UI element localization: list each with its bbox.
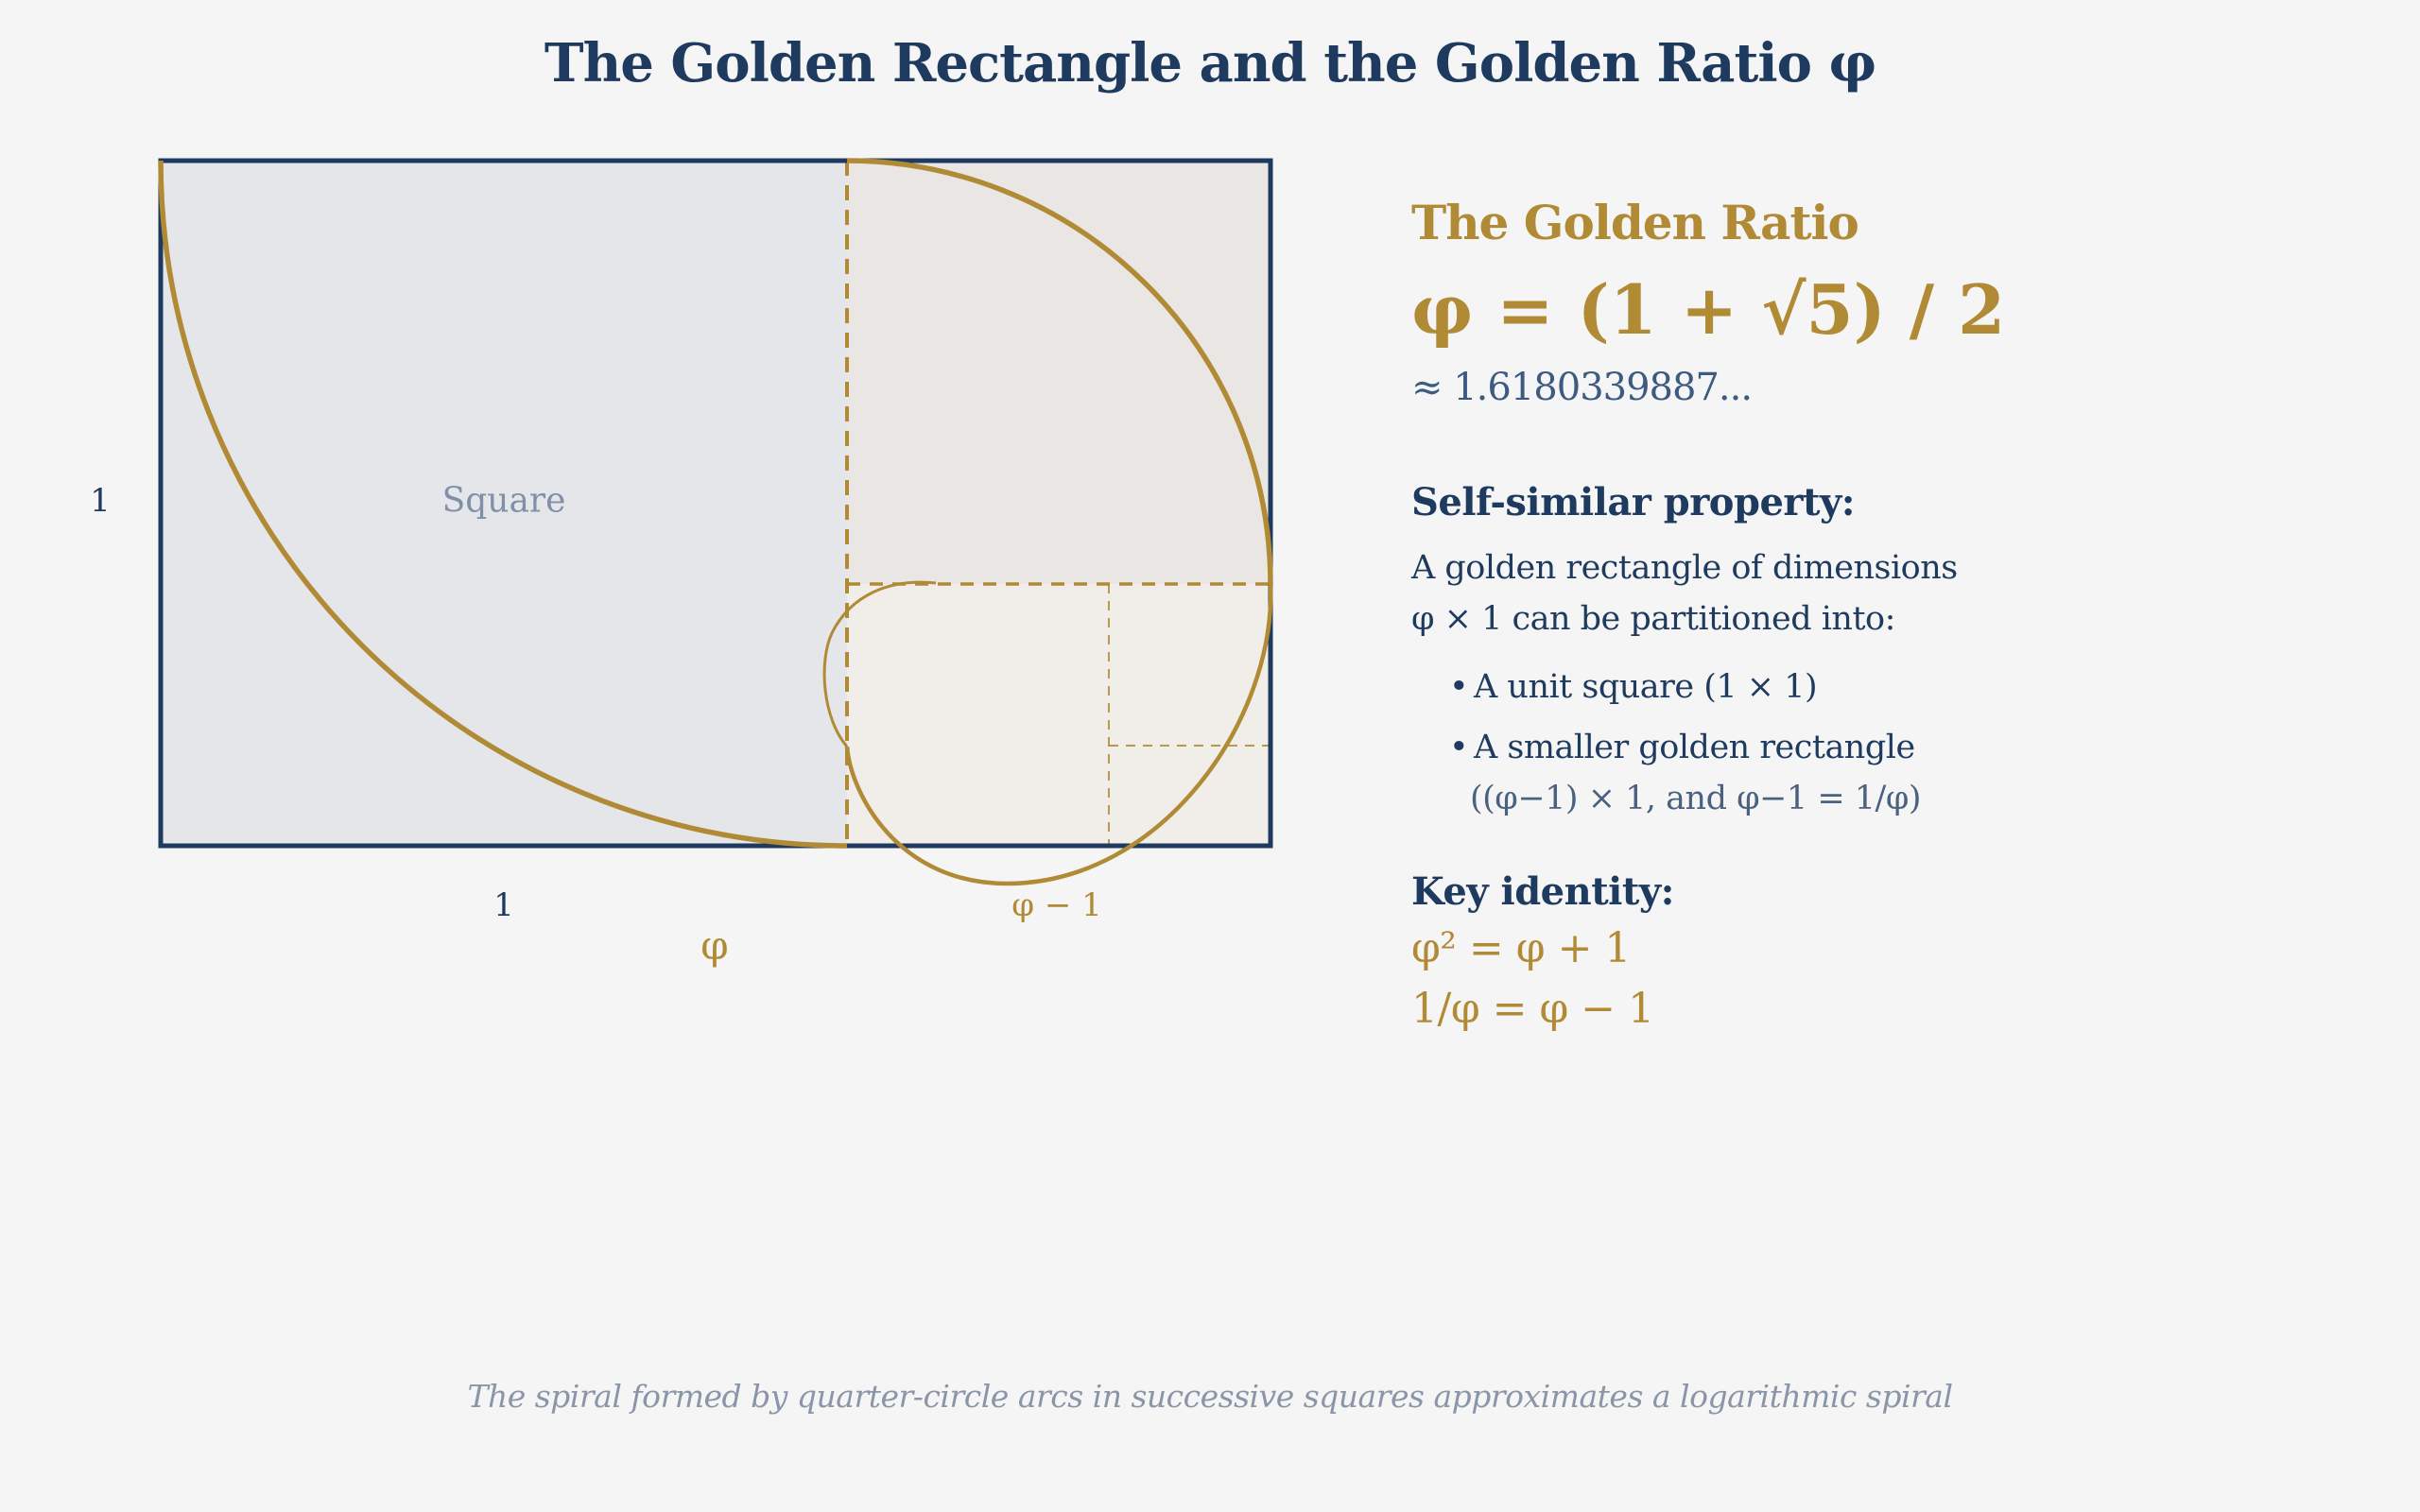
height-label: 1 — [90, 482, 111, 520]
key-identity-heading: Key identity: — [1411, 869, 1674, 914]
list-item-text: A smaller golden rectangle — [1474, 729, 1915, 766]
square-width-label: 1 — [493, 886, 514, 924]
spiral-arc-3 — [844, 583, 1273, 886]
list-item-subtext: ((φ−1) × 1, and φ−1 = 1/φ) — [1470, 780, 1922, 817]
description-line-1: A golden rectangle of dimensions — [1411, 549, 1958, 587]
unit-square-region — [161, 161, 847, 846]
spiral-arc-1 — [158, 160, 848, 849]
self-similar-heading: Self-similar property: — [1411, 480, 1855, 524]
golden-ratio-heading: The Golden Ratio — [1411, 195, 1859, 250]
spiral-arc-4 — [822, 580, 937, 747]
square-label: Square — [441, 481, 566, 521]
total-width-phi-label: φ — [700, 921, 729, 969]
list-item: • A smaller golden rectangle ((φ−1) × 1,… — [1449, 722, 2357, 824]
golden-ratio-formula: φ = (1 + √5) / 2 — [1411, 269, 2006, 350]
lower-right-rectangle-region — [847, 584, 1270, 846]
bullet-icon: • — [1449, 668, 1469, 706]
info-panel: The Golden Ratio φ = (1 + √5) / 2 ≈ 1.61… — [1411, 189, 2357, 1040]
identity-line-2: 1/φ = φ − 1 — [1411, 985, 1654, 1033]
golden-ratio-approx-value: ≈ 1.6180339887... — [1411, 366, 1753, 409]
self-similar-description: A golden rectangle of dimensions φ × 1 c… — [1411, 542, 2357, 644]
description-line-2: φ × 1 can be partitioned into: — [1411, 600, 1895, 638]
partition-list: • A unit square (1 × 1) • A smaller gold… — [1411, 662, 2357, 824]
list-item: • A unit square (1 × 1) — [1449, 662, 2357, 713]
spiral-arc-2 — [846, 158, 1273, 585]
identity-line-1: φ² = φ + 1 — [1411, 924, 1631, 972]
list-item-text: A unit square (1 × 1) — [1474, 668, 1818, 706]
bullet-icon: • — [1449, 729, 1469, 766]
remainder-width-label: φ − 1 — [1011, 886, 1102, 924]
caption: The spiral formed by quarter-circle arcs… — [467, 1378, 1953, 1415]
page-title: The Golden Rectangle and the Golden Rati… — [544, 32, 1876, 94]
upper-right-square-region — [847, 161, 1270, 584]
golden-rectangle-border — [158, 158, 1273, 849]
